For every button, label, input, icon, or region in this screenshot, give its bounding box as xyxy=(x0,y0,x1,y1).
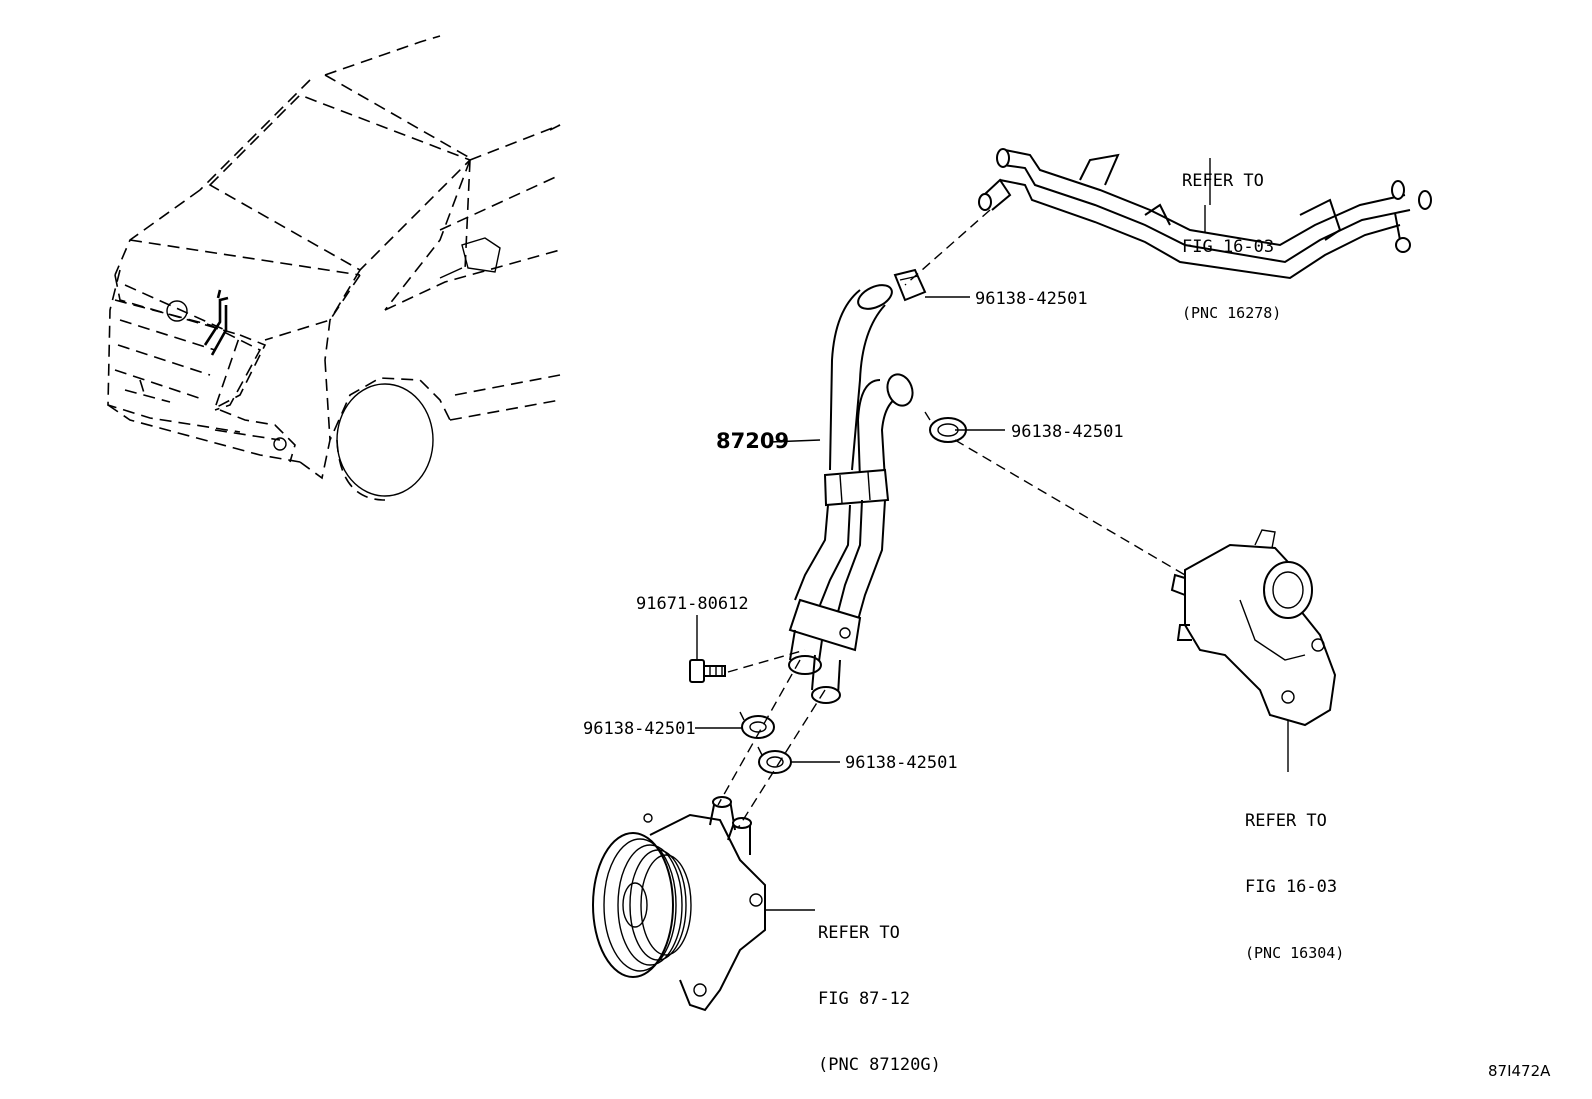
reference-line3: (PNC 16304) xyxy=(1245,944,1345,962)
part-number-label: 96138-42501 xyxy=(845,753,958,773)
reference-label-water-pump: REFER TO FIG 87-12 (PNC 87120G) xyxy=(818,878,941,1098)
part-number-label-main: 87209 xyxy=(716,429,790,453)
reference-line2: FIG 87-12 xyxy=(818,989,911,1009)
reference-line1: REFER TO xyxy=(1182,171,1264,191)
vehicle-outline xyxy=(107,35,561,501)
part-number-label: 96138-42501 xyxy=(975,289,1088,309)
clamp-lower-1 xyxy=(739,711,775,739)
part-number-label: 96138-42501 xyxy=(1011,422,1124,442)
reference-line3: (PNC 16278) xyxy=(1182,304,1282,322)
water-hose-87209 xyxy=(788,284,914,704)
water-bypass-pipe xyxy=(978,148,1432,280)
part-number-label: 96138-42501 xyxy=(583,719,696,739)
reference-line1: REFER TO xyxy=(1245,811,1327,831)
reference-line1: REFER TO xyxy=(818,923,900,943)
leader-lines xyxy=(695,158,1289,911)
reference-label-bypass-pipe: REFER TO FIG 16-03 (PNC 16278) xyxy=(1182,126,1281,346)
reference-line3: (PNC 87120G) xyxy=(818,1055,941,1075)
thermostat-housing xyxy=(1170,529,1337,727)
bolt-91671 xyxy=(689,659,726,683)
clamp-upper xyxy=(893,268,927,302)
clamp-middle xyxy=(924,411,967,443)
reference-label-thermostat-housing: REFER TO FIG 16-03 (PNC 16304) xyxy=(1245,766,1344,986)
illustration-code: 87I472A xyxy=(1488,1062,1551,1080)
reference-line2: FIG 16-03 xyxy=(1245,877,1338,897)
water-pump xyxy=(592,796,766,1012)
part-number-label: 91671-80612 xyxy=(636,594,749,614)
connection-lines xyxy=(717,209,1186,829)
reference-line2: FIG 16-03 xyxy=(1182,237,1275,257)
